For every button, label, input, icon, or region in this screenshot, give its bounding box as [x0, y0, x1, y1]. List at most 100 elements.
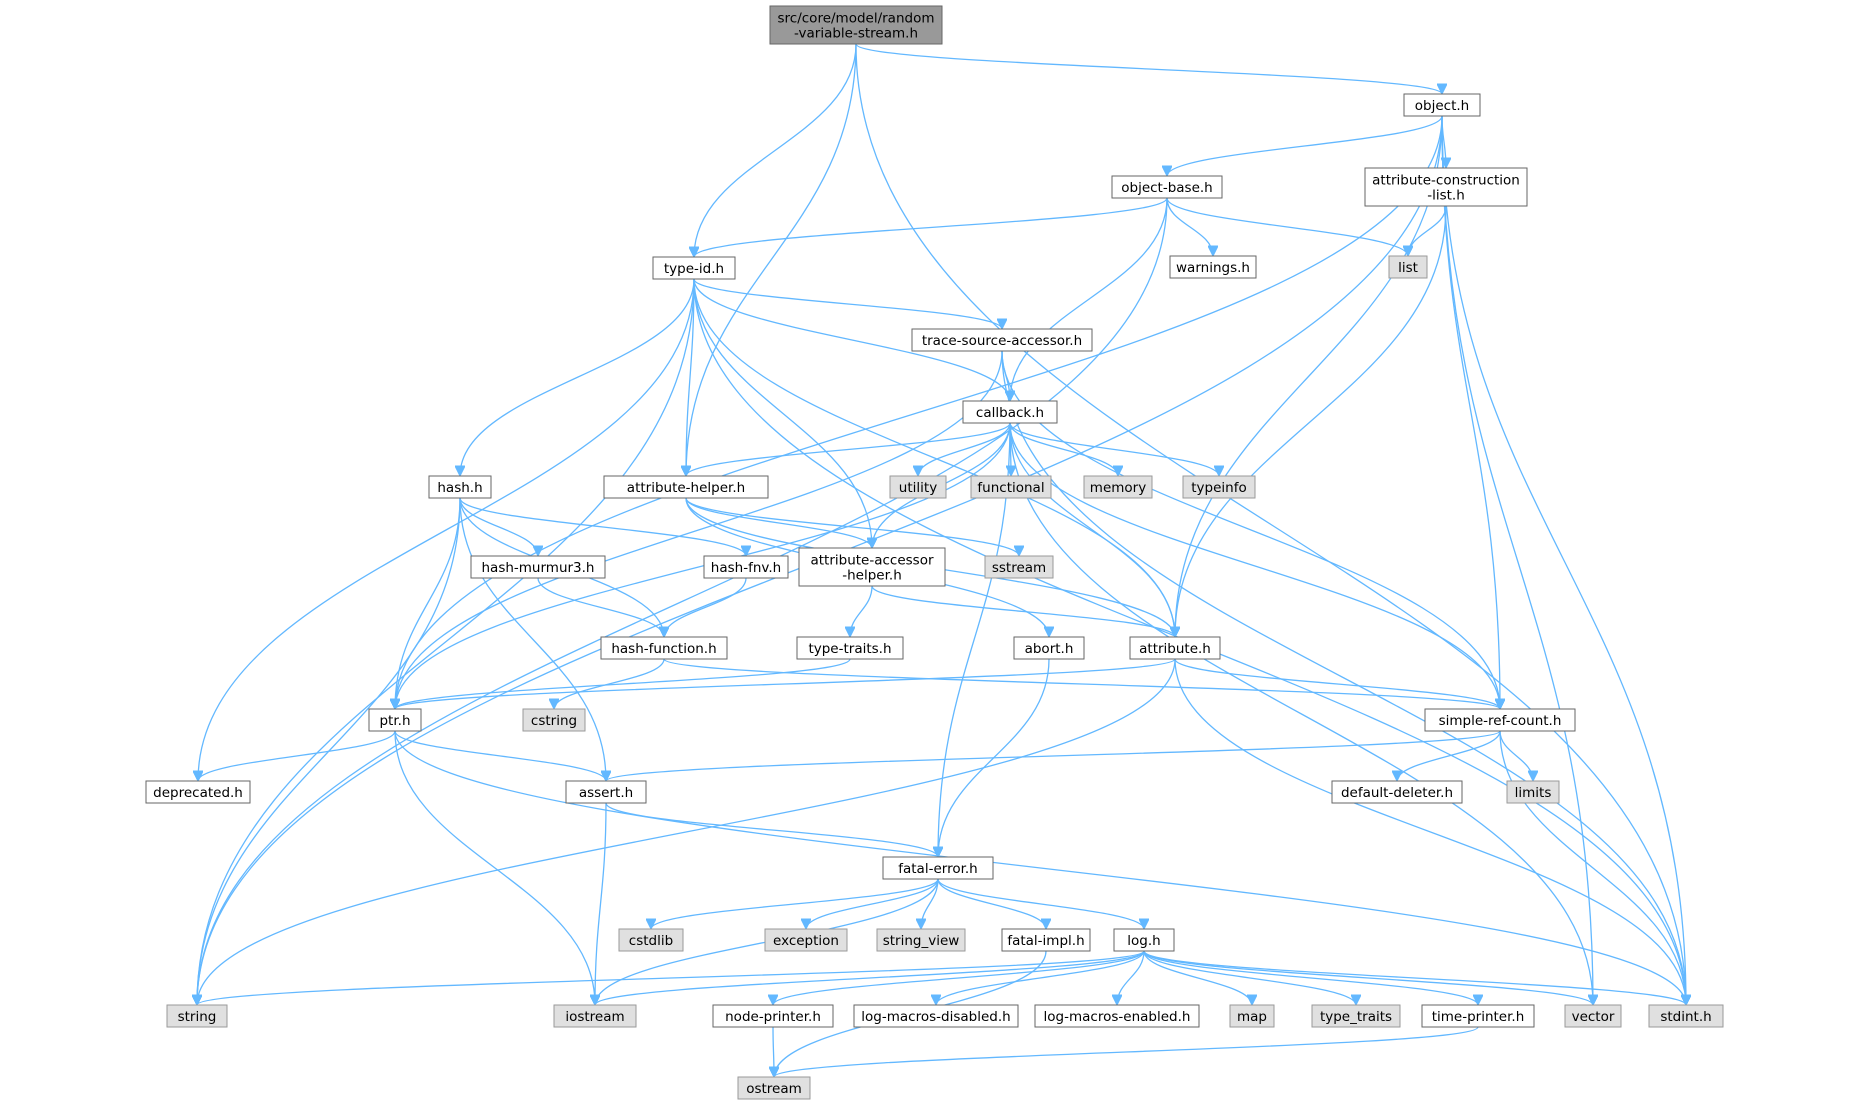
node-ptr[interactable]: ptr.h: [368, 708, 422, 732]
node-simple-ref[interactable]: simple-ref-count.h: [1424, 708, 1576, 732]
node-box: [1311, 1004, 1401, 1028]
node-label: hash-function.h: [611, 641, 716, 657]
node-label: type-id.h: [664, 261, 724, 277]
node-default-deleter[interactable]: default-deleter.h: [1331, 780, 1463, 804]
edge-root-to-object: [855, 43, 1442, 95]
node-label: warnings.h: [1176, 260, 1250, 276]
node-hash[interactable]: hash.h: [428, 475, 492, 499]
node-memory[interactable]: memory: [1083, 475, 1153, 499]
node-warnings[interactable]: warnings.h: [1169, 255, 1257, 279]
edge-log-to-string: [197, 950, 1145, 1006]
node-hash-fnv[interactable]: hash-fnv.h: [703, 555, 789, 579]
node-box: [1113, 928, 1175, 952]
node-root[interactable]: src/core/model/random-variable-stream.h: [769, 5, 943, 45]
node-assert[interactable]: assert.h: [565, 780, 647, 804]
node-label: functional: [977, 480, 1044, 496]
node-type-traits[interactable]: type_traits: [1311, 1004, 1401, 1028]
node-label: -variable-stream.h: [794, 26, 918, 42]
edge-hash_murmur-to-hash_function: [537, 577, 664, 638]
node-type-id[interactable]: type-id.h: [652, 256, 736, 280]
edge-object-to-ptr: [395, 115, 1443, 709]
edge-object-to-stdint: [1441, 115, 1686, 1005]
edge-hash_function-to-simple_ref: [663, 658, 1500, 710]
node-time-printer[interactable]: time-printer.h: [1421, 1004, 1535, 1028]
node-stdint[interactable]: stdint.h: [1648, 1004, 1724, 1028]
node-label: log-macros-enabled.h: [1044, 1009, 1191, 1025]
edge-hash-to-assert: [459, 497, 606, 781]
edge-type_id-to-attr_helper: [686, 278, 695, 476]
node-node-printer[interactable]: node-printer.h: [712, 1004, 834, 1028]
node-fatal-impl[interactable]: fatal-impl.h: [1001, 928, 1091, 952]
node-box: [876, 928, 966, 952]
edge-attribute-to-ptr: [395, 658, 1176, 710]
node-label: object.h: [1415, 98, 1469, 114]
node-string-view[interactable]: string_view: [876, 928, 966, 952]
node-label: trace-source-accessor.h: [922, 333, 1082, 349]
edge-type_id-to-deprecated: [198, 278, 695, 781]
node-box: [1506, 780, 1560, 804]
edge-object-to-object_base: [1167, 115, 1443, 177]
node-box: [166, 1004, 228, 1028]
node-box: [553, 1004, 637, 1028]
edge-node_printer-to-ostream: [773, 1026, 774, 1077]
edge-type_id-to-trace_src: [693, 278, 1002, 330]
node-box: [853, 1004, 1019, 1028]
node-limits[interactable]: limits: [1506, 780, 1560, 804]
node-label: utility: [899, 480, 937, 496]
edge-hash-to-hash_fnv: [459, 497, 746, 557]
node-label: hash-murmur3.h: [481, 560, 594, 576]
edges: [197, 43, 1686, 1078]
node-object[interactable]: object.h: [1403, 93, 1481, 117]
edge-fatal_error-to-log: [937, 878, 1144, 930]
node-fatal-error[interactable]: fatal-error.h: [882, 856, 994, 880]
node-attr-helper[interactable]: attribute-helper.h: [603, 475, 769, 499]
node-label: cstring: [531, 713, 577, 729]
node-box: [889, 475, 947, 499]
node-cstring[interactable]: cstring: [522, 708, 586, 732]
node-map[interactable]: map: [1229, 1004, 1275, 1028]
node-trace-src[interactable]: trace-source-accessor.h: [911, 328, 1093, 352]
node-label: object-base.h: [1121, 180, 1213, 196]
node-exception[interactable]: exception: [764, 928, 848, 952]
node-type-traits-h[interactable]: type-traits.h: [796, 636, 904, 660]
node-list[interactable]: list: [1388, 255, 1428, 279]
node-sstream[interactable]: sstream: [984, 555, 1054, 579]
edge-attribute-to-string: [197, 658, 1176, 1005]
node-cstdlib[interactable]: cstdlib: [618, 928, 684, 952]
node-box: [1331, 780, 1463, 804]
edge-assert-to-iostream: [595, 802, 607, 1005]
edge-object_base-to-type_id: [694, 197, 1168, 258]
node-label: ostream: [746, 1081, 802, 1097]
node-iostream[interactable]: iostream: [553, 1004, 637, 1028]
node-ostream[interactable]: ostream: [737, 1076, 811, 1100]
node-box: [1083, 475, 1153, 499]
node-utility[interactable]: utility: [889, 475, 947, 499]
node-attr-accessor[interactable]: attribute-accessor-helper.h: [798, 547, 946, 587]
node-attribute[interactable]: attribute.h: [1129, 636, 1221, 660]
edge-type_id-to-hash: [460, 278, 695, 476]
edge-log-to-log_enabled: [1117, 950, 1145, 1006]
node-callback[interactable]: callback.h: [962, 400, 1058, 424]
node-log-disabled[interactable]: log-macros-disabled.h: [853, 1004, 1019, 1028]
node-deprecated[interactable]: deprecated.h: [145, 780, 251, 804]
node-vector[interactable]: vector: [1564, 1004, 1622, 1028]
node-hash-murmur[interactable]: hash-murmur3.h: [470, 555, 606, 579]
node-functional[interactable]: functional: [970, 475, 1052, 499]
edge-attribute-to-simple_ref: [1174, 658, 1500, 710]
node-box: [1111, 175, 1223, 199]
node-box: [970, 475, 1052, 499]
edge-callback-to-typeinfo: [1009, 422, 1219, 477]
node-abort[interactable]: abort.h: [1013, 636, 1085, 660]
node-typeinfo[interactable]: typeinfo: [1182, 475, 1256, 499]
node-log[interactable]: log.h: [1113, 928, 1175, 952]
node-string[interactable]: string: [166, 1004, 228, 1028]
edge-object-to-vector: [1441, 115, 1593, 1005]
node-log-enabled[interactable]: log-macros-enabled.h: [1034, 1004, 1200, 1028]
edge-root-to-attr_helper: [686, 43, 857, 476]
node-object-base[interactable]: object-base.h: [1111, 175, 1223, 199]
node-label: hash-fnv.h: [711, 560, 781, 576]
edge-object_base-to-string: [197, 197, 1168, 1005]
node-hash-function[interactable]: hash-function.h: [600, 636, 728, 660]
node-attr-constr[interactable]: attribute-construction-list.h: [1364, 167, 1528, 207]
edge-callback-to-attribute: [1009, 422, 1175, 637]
